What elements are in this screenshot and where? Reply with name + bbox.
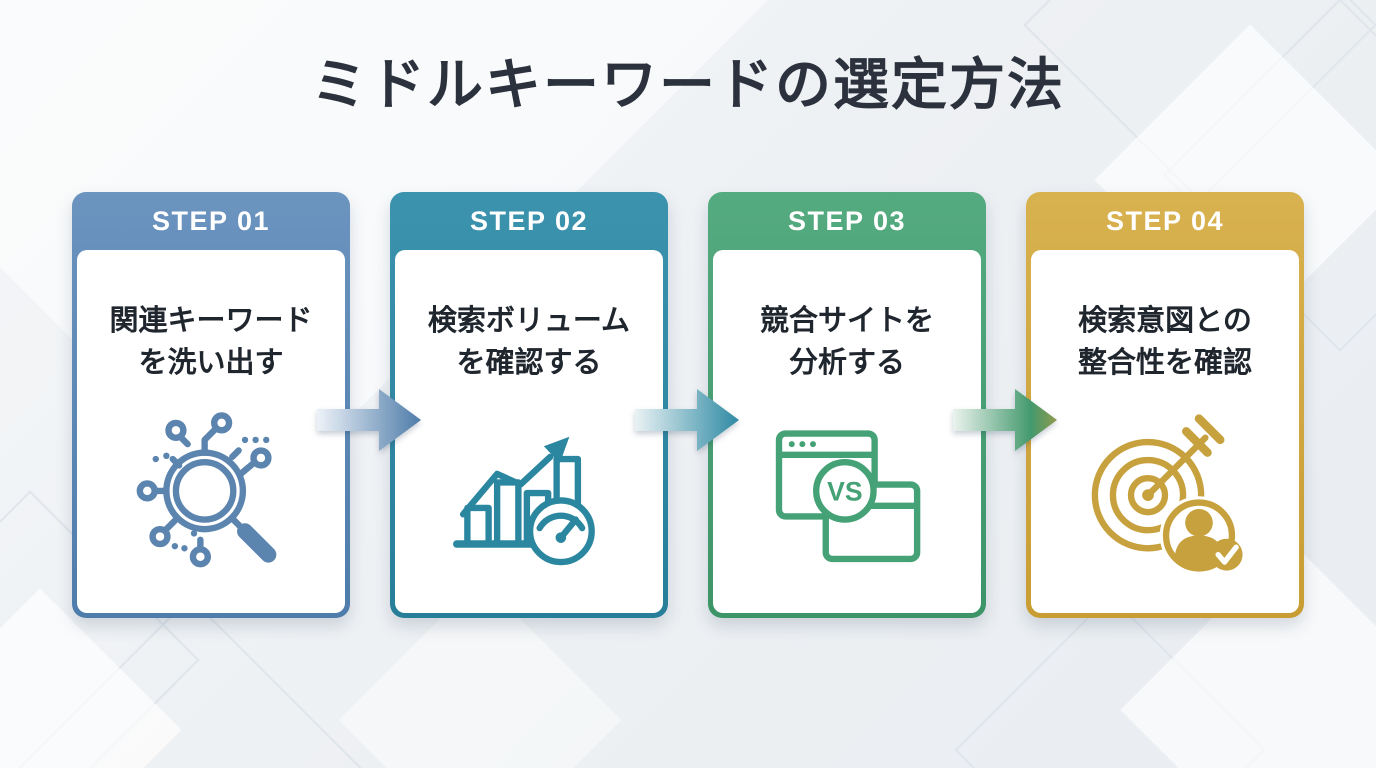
step-3-label: STEP 03 — [787, 205, 907, 236]
step-card-2: STEP 02 検索ボリューム を確認する — [390, 192, 668, 618]
step-4-text: 検索意図との 整合性を確認 — [1078, 300, 1252, 384]
step-1-text: 関連キーワード を洗い出す — [109, 300, 312, 384]
step-4-label: STEP 04 — [1105, 205, 1225, 236]
competitor-vs-comparison-icon: VS — [762, 408, 932, 578]
step-1-body: 関連キーワード を洗い出す — [77, 250, 345, 613]
step-3-header: STEP 03 — [708, 192, 986, 250]
step-2-text-line1: 検索ボリューム — [427, 305, 631, 337]
vs-label: VS — [827, 477, 862, 507]
step-4-text-line1: 検索意図との — [1078, 305, 1252, 337]
step-4-header: STEP 04 — [1026, 192, 1304, 250]
step-4-body: 検索意図との 整合性を確認 — [1031, 250, 1299, 613]
search-volume-gauge-chart-icon — [444, 408, 614, 578]
flow-arrow-step2-to-step3 — [635, 385, 741, 455]
step-3-text-line1: 競合サイトを — [759, 305, 934, 337]
step-2-text-line2: を確認する — [456, 347, 602, 380]
step-2-header: STEP 02 — [390, 192, 668, 250]
step-4-text-line2: 整合性を確認 — [1077, 347, 1252, 380]
step-card-3: STEP 03 競合サイトを 分析する VS — [708, 192, 986, 618]
step-3-text-line2: 分析する — [788, 347, 905, 380]
flow-arrow-step3-to-step4 — [953, 385, 1059, 455]
keyword-research-magnifier-icon — [126, 408, 296, 578]
step-2-text: 検索ボリューム を確認する — [428, 300, 630, 384]
step-2-body: 検索ボリューム を確認する — [395, 250, 663, 613]
page-title: ミドルキーワードの選定方法 — [311, 53, 1065, 116]
step-2-label: STEP 02 — [469, 205, 589, 236]
step-3-body: 競合サイトを 分析する VS — [713, 250, 981, 613]
step-card-1: STEP 01 関連キーワード を洗い出す — [72, 192, 350, 618]
step-card-4: STEP 04 検索意図との 整合性を確認 — [1026, 192, 1304, 618]
flow-arrow-step1-to-step2 — [317, 385, 423, 455]
step-1-label: STEP 01 — [151, 205, 271, 236]
step-3-text: 競合サイトを 分析する — [760, 300, 934, 384]
step-1-header: STEP 01 — [72, 192, 350, 250]
target-audience-check-icon — [1080, 408, 1250, 578]
step-1-text-line1: 関連キーワード — [109, 305, 313, 337]
step-1-text-line2: を洗い出す — [138, 347, 284, 380]
